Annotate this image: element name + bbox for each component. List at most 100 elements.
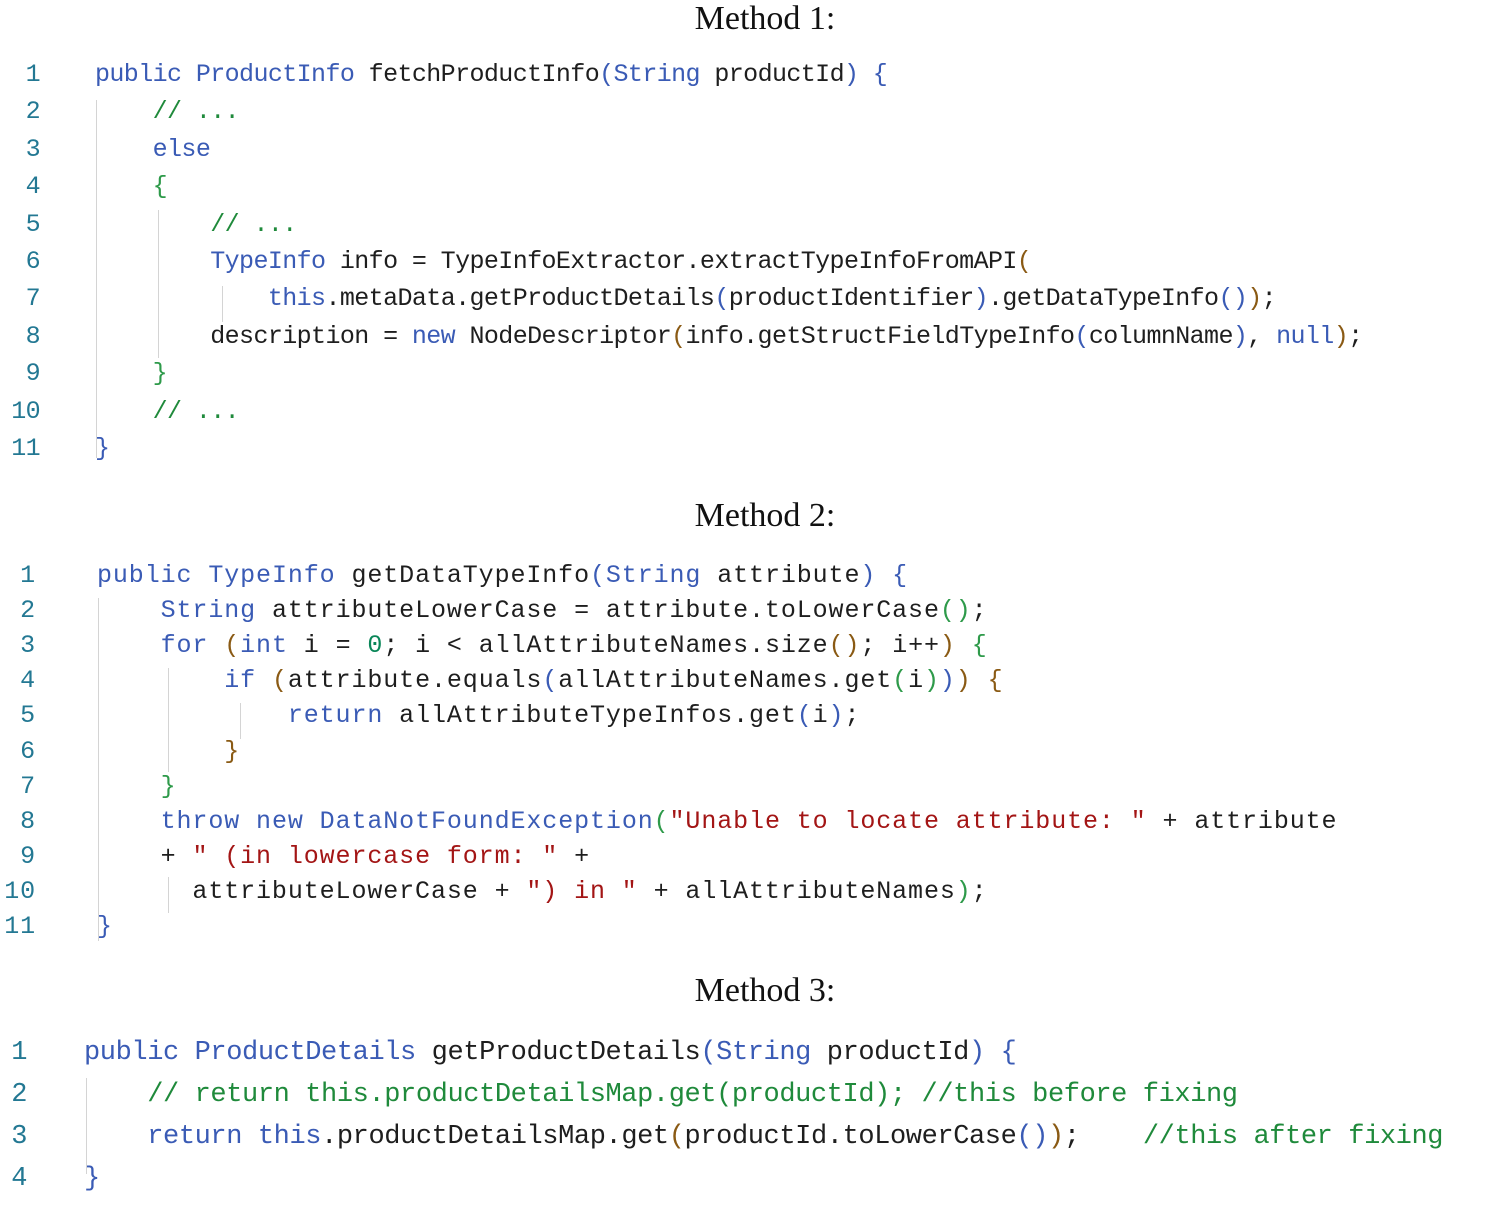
code-token: productId [714,60,844,89]
code-token: public [97,561,209,590]
code-token: } [224,736,241,766]
line-number: 5 [25,209,41,239]
code-text: } [97,737,240,766]
code-token: //this after fixing [1142,1122,1444,1152]
indent-guide [240,703,241,739]
indent-guide [86,1078,87,1174]
code-token: else [152,134,211,164]
code-token: getProductDetails [431,1038,701,1068]
code-token: ) [923,666,940,696]
code-token: throw [160,806,257,836]
code-token: DataNotFoundException [319,806,654,836]
line-number: 8 [25,321,41,351]
code-token: ) [1333,321,1349,351]
code-token: NodeDescriptor [469,321,672,351]
code-token: ( [590,561,606,590]
line-number: 9 [25,359,41,389]
code-token: { [892,561,909,590]
code-text: return this.productDetailsMap.get(produc… [84,1122,1443,1152]
code-token: this [257,1122,322,1152]
line-number: 3 [11,1122,27,1152]
code-text: if (attribute.equals(allAttributeNames.g… [97,666,1004,695]
code-token: ; [971,596,988,626]
method-2-title: Method 2: [694,497,836,534]
code-text: } [95,434,110,463]
code-token: 0 [367,631,384,661]
code-token: ) [843,60,859,89]
code-token: description = [210,321,412,351]
code-token: { [971,631,988,661]
code-token: fetchProductInfo [368,60,600,89]
code-token: public [84,1038,195,1068]
code-token [985,1038,1001,1068]
line-number: 11 [11,434,40,463]
code-token: allAttributeTypeInfos.get [399,701,797,731]
code-token: // return this.productDetailsMap.get(pro… [147,1080,1238,1110]
code-token: ( [599,60,614,89]
code-token: } [160,771,177,801]
code-token: new [411,321,470,351]
line-number: 1 [25,60,41,89]
code-token: null [1276,321,1334,351]
code-token: new [256,806,320,836]
code-token: ( [671,321,686,351]
code-token: { [152,172,168,202]
code-token: columnName [1088,321,1234,351]
line-number: 6 [20,736,36,766]
code-token: return [147,1122,258,1152]
code-text: description = new NodeDescriptor(info.ge… [95,322,1363,351]
indent-guide [158,210,159,358]
indent-guide [168,668,169,772]
indent-guide [96,100,97,458]
code-text: public ProductInfo fetchProductInfo(Stri… [95,60,888,89]
code-token: { [987,666,1004,696]
code-token: () [1016,1122,1049,1152]
line-number: 3 [25,134,41,164]
code-token: ( [1016,247,1032,276]
code-token: info.getStructFieldTypeInfo [685,321,1075,351]
code-token: String [716,1038,827,1068]
code-token: attributeLowerCase + [192,876,527,906]
code-token: ( [224,631,241,661]
code-text: throw new DataNotFoundException("Unable … [97,807,1337,836]
code-token: + [160,841,193,871]
code-token: ( [668,1122,685,1152]
code-text: + " (in lowercase form: " + [97,842,590,871]
line-number: 8 [20,806,36,836]
code-token: () [828,631,861,661]
code-token: ; i < allAttributeNames.size [383,631,829,661]
code-token: ( [714,284,729,314]
code-token: ; [1348,321,1363,351]
line-number: 7 [20,771,36,801]
code-text: } [95,359,168,388]
code-token: ( [542,666,559,696]
code-token: productId [826,1038,970,1068]
code-token: TypeInfo [210,247,340,276]
code-token: + attribute [1146,806,1338,836]
code-token: return [287,701,400,731]
code-token: i = [303,631,368,661]
line-number: 2 [11,1080,27,1110]
code-token [956,631,972,660]
code-token: // ... [152,396,240,426]
code-text: } [97,772,177,801]
method-3-title: Method 3: [694,972,836,1009]
indent-guide [98,598,99,941]
code-token: , [1247,321,1277,351]
code-token: .getDataTypeInfo [988,284,1219,314]
code-token: productId.toLowerCase [684,1122,1017,1152]
code-text: { [95,172,168,202]
line-number: 4 [20,666,36,696]
method-1-title: Method 1: [694,0,836,37]
code-token: ") in " [526,876,638,906]
code-token: i [812,701,829,731]
code-token: { [1000,1038,1017,1068]
line-number: 10 [11,396,40,426]
line-number: 6 [25,247,41,276]
code-token: for [160,631,225,661]
code-token: ; [1261,284,1277,314]
code-token [972,666,988,695]
code-text: return allAttributeTypeInfos.get(i); [97,701,860,730]
code-token: ) [969,1038,985,1068]
line-number: 9 [20,841,36,871]
